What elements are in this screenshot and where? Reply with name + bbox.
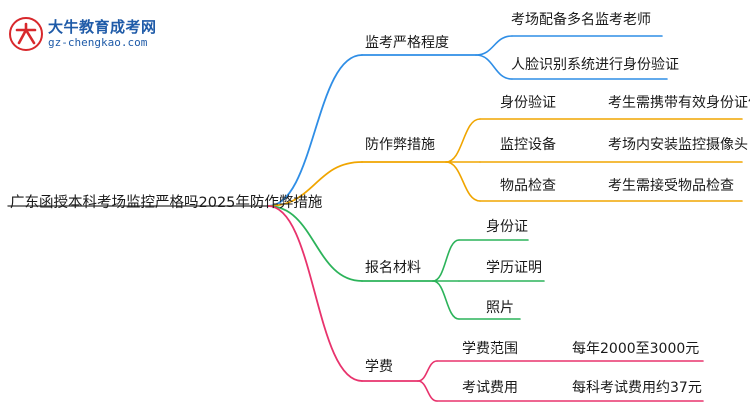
brand-logo: 大牛教育成考网 gz-chengkao.com	[8, 14, 178, 54]
child-edge-2-2	[432, 280, 460, 320]
root-topic: 广东函授本科考场监控严格吗2025年防作弊措施	[10, 195, 323, 211]
branch-tuition: 学费	[365, 359, 393, 375]
child-edge-1-2	[445, 161, 481, 202]
branch-edge-application-materials	[267, 205, 363, 282]
leaf-id-card: 身份证	[486, 219, 528, 235]
leaf-invigilators: 考场配备多名监考老师	[511, 12, 651, 28]
branch-edge-anti-cheating	[267, 161, 363, 207]
child-edge-3-0	[417, 360, 438, 382]
brand-mark-icon	[9, 17, 43, 51]
brand-name: 大牛教育成考网	[48, 18, 157, 36]
detail-identity-check: 考生需携带有效身份证件	[608, 95, 750, 111]
child-edge-2-0	[432, 239, 460, 282]
branch-edge-tuition	[267, 205, 363, 382]
branch-edge-exam-strictness	[267, 54, 363, 207]
detail-tuition-range: 每年2000至3000元	[572, 341, 700, 357]
detail-exam-fee: 每科考试费用约37元	[572, 380, 702, 396]
leaf-face-recognition: 人脸识别系统进行身份验证	[511, 57, 679, 73]
branch-exam-strictness: 监考严格程度	[365, 35, 449, 51]
leaf-exam-fee: 考试费用	[462, 380, 518, 396]
leaf-education-proof: 学历证明	[486, 260, 542, 276]
leaf-item-inspection: 物品检查	[500, 178, 556, 194]
leaf-monitoring-equipment: 监控设备	[500, 137, 556, 153]
branch-anti-cheating: 防作弊措施	[365, 137, 435, 153]
detail-item-inspection: 考生需接受物品检查	[608, 178, 734, 194]
leaf-photo: 照片	[486, 300, 514, 316]
leaf-tuition-range: 学费范围	[462, 341, 518, 357]
child-edge-0-0	[475, 35, 513, 56]
brand-url: gz-chengkao.com	[48, 36, 148, 49]
child-edge-1-0	[445, 118, 481, 163]
child-edge-3-1	[417, 380, 438, 402]
detail-monitoring-equipment: 考场内安装监控摄像头	[608, 137, 748, 153]
branch-application-materials: 报名材料	[365, 260, 421, 276]
child-edge-0-1	[475, 54, 513, 80]
leaf-identity-check: 身份验证	[500, 95, 556, 111]
